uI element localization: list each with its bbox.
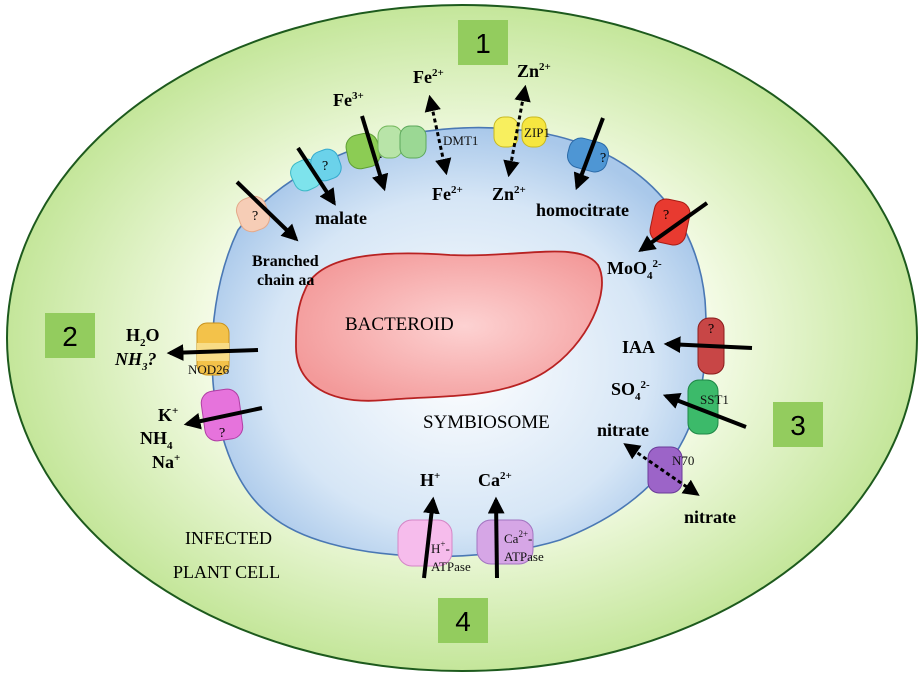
transporter-h-atpase: H+- ATPase: [397, 519, 471, 574]
svg-text:1: 1: [475, 28, 491, 59]
arrow-zn2-bidirectional: [503, 84, 531, 178]
arrow-iaa: [663, 336, 753, 354]
label-nh3: NH3?: [114, 349, 157, 373]
infected-cell-label-line2: PLANT CELL: [173, 562, 280, 582]
svg-text:?: ?: [252, 209, 258, 224]
label-nh4: NH4: [140, 428, 173, 452]
label-ca-plus: Ca2+: [478, 470, 512, 490]
label-fe2-in: Fe2+: [432, 184, 463, 204]
label-k: K+: [158, 405, 178, 425]
svg-text:?: ?: [600, 151, 606, 166]
label-nitrate-outside: nitrate: [684, 507, 736, 527]
arrow-moo4: [638, 201, 709, 252]
svg-text:DMT1: DMT1: [443, 133, 478, 148]
svg-text:?: ?: [663, 208, 669, 223]
transporter-moo4: ?: [649, 198, 691, 246]
label-na: Na+: [152, 452, 180, 472]
svg-text:Ca2+-: Ca2+-: [504, 529, 532, 546]
svg-text:ATPase: ATPase: [431, 559, 471, 574]
label-branched-chain-aa-line1: Branched: [252, 253, 319, 270]
box-3: 3: [773, 402, 823, 447]
svg-text:?: ?: [219, 426, 225, 441]
label-so4: SO42-: [611, 379, 650, 403]
infected-cell-label-line1: INFECTED: [185, 528, 272, 548]
arrow-nitrate-bidirectional: [623, 443, 700, 496]
label-zn2-in: Zn2+: [492, 184, 526, 204]
arrow-cations: [183, 406, 263, 430]
svg-text:ZIP1: ZIP1: [524, 125, 550, 140]
svg-text:N70: N70: [672, 453, 694, 468]
bacteroid-label: BACTEROID: [345, 314, 454, 335]
transporter-sst1: SST1: [687, 379, 729, 435]
svg-text:2: 2: [62, 321, 78, 352]
arrow-fe3: [360, 115, 389, 192]
arrow-h-plus: [422, 496, 440, 579]
label-zn2-out: Zn2+: [517, 61, 551, 81]
label-homocitrate: homocitrate: [536, 200, 629, 220]
label-h2o: H2O: [126, 325, 160, 349]
label-nitrate-inside: nitrate: [597, 420, 649, 440]
box-1: 1: [458, 20, 508, 65]
transporter-dmt1: DMT1: [377, 125, 478, 159]
arrow-malate: [296, 146, 336, 206]
bacteroid: [295, 250, 603, 402]
symbiosome-label: SYMBIOSOME: [423, 412, 550, 433]
label-h-plus: H+: [420, 470, 440, 490]
label-fe2-out: Fe2+: [413, 67, 444, 87]
svg-text:NOD26: NOD26: [188, 362, 230, 377]
svg-text:SST1: SST1: [700, 392, 729, 407]
arrow-branched-aa: [235, 180, 299, 242]
transporter-malate: ?: [290, 148, 342, 192]
arrow-h2o: [166, 344, 259, 361]
label-branched-chain-aa-line2: chain aa: [257, 272, 314, 289]
transporter-ca-atpase: Ca2+- ATPase: [476, 519, 544, 565]
label-iaa: IAA: [622, 337, 655, 357]
label-fe3: Fe3+: [333, 90, 364, 110]
label-moo4: MoO42-: [607, 258, 662, 282]
svg-text:4: 4: [455, 606, 471, 637]
svg-text:?: ?: [322, 159, 328, 174]
arrow-so4: [662, 393, 747, 429]
arrow-fe2-bidirectional: [424, 94, 452, 176]
svg-text:?: ?: [708, 322, 714, 337]
svg-text:H+-: H+-: [431, 539, 450, 556]
arrow-homocitrate: [573, 117, 605, 191]
transporter-nod26: NOD26: [188, 322, 230, 377]
box-4: 4: [438, 598, 488, 643]
svg-text:ATPase: ATPase: [504, 549, 544, 564]
label-malate: malate: [315, 208, 367, 228]
arrow-ca-plus: [487, 496, 505, 579]
box-2: 2: [45, 313, 95, 358]
svg-text:3: 3: [790, 410, 806, 441]
